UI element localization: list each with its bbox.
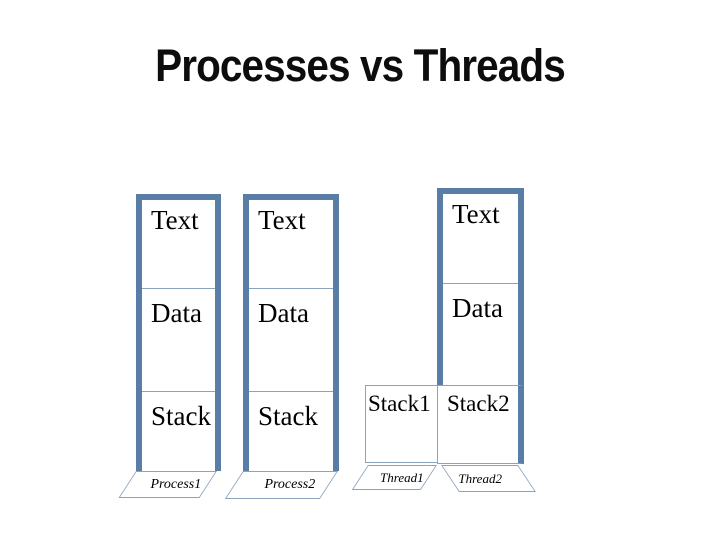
thread1-name-label: Thread1 [380,469,424,485]
process2-text-segment: Text [258,205,306,235]
thread1-name-tag: Thread1 [351,465,437,490]
process2-name-tag: Process2 [224,471,338,499]
process1-name-tag: Process1 [118,471,217,498]
thread1-stack-box: Stack1 [365,385,437,463]
process1-data-segment: Data [142,288,215,391]
process1-memory-column: Text Data Stack [136,194,221,471]
process2-stack-segment: Stack [249,391,333,471]
thread-process-data-segment: Data [443,283,518,385]
process1-name-label: Process1 [150,476,202,492]
process1-stack-segment: Stack [142,391,215,471]
thread2-stack-box: Stack2 [437,385,524,464]
thread-process-text-segment: Text [452,199,500,229]
process2-name-label: Process2 [264,477,316,492]
process2-memory-column: Text Data Stack [243,194,339,471]
process2-data-segment: Data [249,288,333,391]
process1-text-segment: Text [151,205,199,235]
thread-process-memory-column: Text Data [437,188,524,385]
thread2-name-label: Thread2 [458,470,502,486]
slide-title: Processes vs Threads [155,40,566,91]
thread2-name-tag: Thread2 [441,465,537,492]
